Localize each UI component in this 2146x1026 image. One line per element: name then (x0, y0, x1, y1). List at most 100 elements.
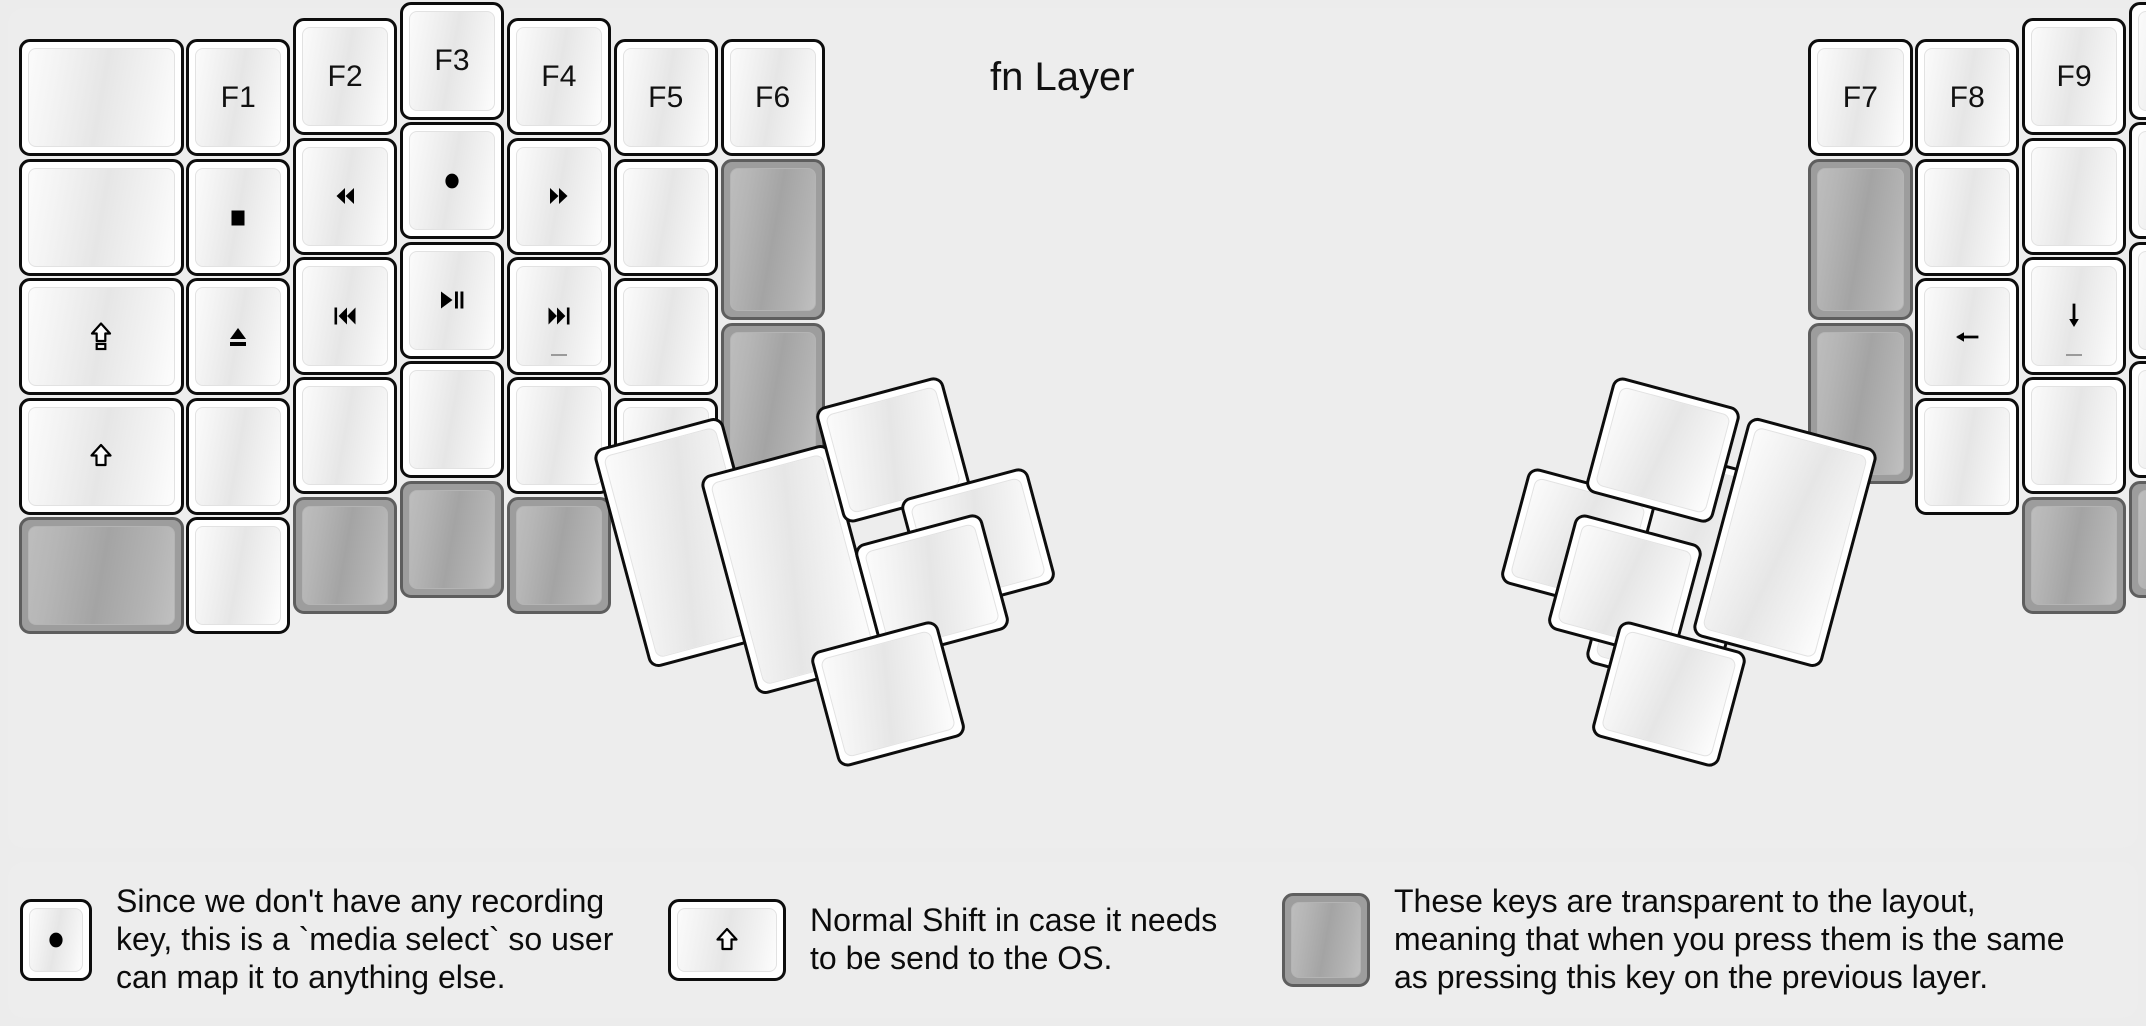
key-label: F8 (1949, 80, 1986, 114)
key-cap (2031, 385, 2118, 486)
key-blank-r4c3r[interactable] (2022, 376, 2127, 495)
play-pause-icon (435, 283, 469, 317)
key-cap (29, 908, 83, 972)
key-blank-r2c3r[interactable] (2022, 137, 2127, 255)
key-f2[interactable]: F2 (293, 18, 398, 136)
key-label: F2 (327, 59, 363, 93)
key-blank-r4c2r[interactable] (1915, 397, 2020, 515)
key-cap (819, 630, 956, 758)
key-cap (677, 908, 777, 972)
key-blank-r3c6[interactable] (613, 278, 718, 396)
key-blank-r2c4r[interactable] (2128, 122, 2146, 240)
legend-key-sample (1282, 893, 1370, 987)
record-dot-icon (435, 164, 469, 198)
key-media-eject[interactable] (186, 278, 291, 396)
key-media-playpause[interactable] (400, 241, 505, 359)
key-media-record[interactable] (400, 122, 505, 240)
key-label: F6 (754, 80, 791, 114)
key-cap (195, 406, 282, 506)
record-dot-icon (39, 923, 73, 957)
key-label: F1 (220, 80, 257, 114)
key-blank-r4c4[interactable] (400, 361, 505, 479)
key-cap (2137, 370, 2146, 470)
legend-item: These keys are transparent to the layout… (1282, 862, 2065, 1018)
key-transparent-l5[interactable] (720, 158, 825, 321)
key-cap: F7 (1817, 48, 1904, 148)
key-cap (302, 505, 389, 605)
key-blank-r4c2[interactable] (186, 397, 291, 515)
legend-item: Since we don't have any recording key, t… (20, 862, 613, 1018)
key-cap (409, 489, 496, 589)
key-f1[interactable]: F1 (186, 39, 291, 157)
capslock-icon (84, 320, 118, 354)
key-transparent-r1[interactable] (1808, 158, 1913, 321)
key-cap: F2 (302, 27, 389, 127)
key-cap (2031, 505, 2118, 605)
key-blank-r1c1[interactable] (19, 39, 184, 157)
key-blank-r4c4r[interactable] (2128, 361, 2146, 479)
key-f10[interactable]: F10 (2128, 2, 2146, 120)
key-blank-r5c2[interactable] (186, 517, 291, 635)
key-blank-r2c2r[interactable] (1915, 158, 2020, 276)
key-transparent-l4[interactable] (506, 496, 611, 614)
key-cap: F10 (2137, 11, 2146, 111)
legend-panel (8, 862, 2138, 1018)
shift-arrow-icon (84, 439, 118, 473)
key-cap (195, 287, 282, 387)
arrow-down-icon (2057, 299, 2091, 333)
key-transparent-l3[interactable] (400, 480, 505, 598)
key-media-fastforward[interactable] (506, 137, 611, 255)
key-label: F9 (2056, 59, 2092, 93)
key-cap (1600, 630, 1737, 758)
key-media-prev-track[interactable] (293, 257, 398, 375)
key-cap: F6 (729, 48, 816, 148)
key-cap (1924, 287, 2011, 387)
key-f7[interactable]: F7 (1808, 39, 1913, 157)
key-blank-r2c6[interactable] (613, 158, 718, 276)
key-f9[interactable]: F9 (2022, 18, 2127, 136)
arrow-left-icon (1950, 320, 1984, 354)
next-track-icon (542, 299, 576, 333)
key-media-stop[interactable] (186, 158, 291, 276)
key-f3[interactable]: F3 (400, 2, 505, 120)
eject-icon (221, 320, 255, 354)
key-blank-r4c3[interactable] (293, 376, 398, 495)
key-cap (2031, 266, 2118, 366)
legend-description: Normal Shift in case it needs to be send… (810, 902, 1218, 976)
key-transparent-l1[interactable] (19, 517, 184, 635)
key-transparent-r3[interactable] (2022, 496, 2127, 614)
key-cap (195, 167, 282, 267)
key-media-next-track[interactable] (506, 257, 611, 375)
shift-arrow-icon (710, 923, 744, 957)
key-capslock[interactable] (19, 278, 184, 396)
key-f5[interactable]: F5 (613, 39, 718, 157)
key-arrow-down[interactable] (2022, 257, 2127, 375)
key-cap (28, 526, 175, 626)
key-cap (1817, 167, 1904, 312)
key-transparent-r4[interactable] (2128, 480, 2146, 598)
key-cap (622, 287, 709, 387)
key-shift-left[interactable] (19, 397, 184, 515)
key-blank-r2c1[interactable] (19, 158, 184, 276)
key-f4[interactable]: F4 (506, 18, 611, 136)
key-cap (28, 287, 175, 387)
key-label: F5 (648, 80, 684, 114)
key-f8[interactable]: F8 (1915, 39, 2020, 157)
key-arrow-left[interactable] (1915, 278, 2020, 396)
key-cap: F3 (409, 11, 496, 111)
key-cap (2137, 250, 2146, 350)
key-tick-mark (550, 353, 567, 356)
rewind-icon (328, 179, 362, 213)
key-media-rewind[interactable] (293, 137, 398, 255)
key-cap (302, 385, 389, 486)
key-transparent-l2[interactable] (293, 496, 398, 614)
key-blank-r4c5[interactable] (506, 376, 611, 495)
stop-icon (221, 200, 255, 234)
key-cap (1924, 167, 2011, 267)
key-arrow-up[interactable] (2128, 241, 2146, 359)
key-cap: F4 (515, 27, 602, 127)
key-cap (1924, 406, 2011, 506)
key-f6[interactable]: F6 (720, 39, 825, 157)
key-cap: F1 (195, 48, 282, 148)
key-cap (2137, 131, 2146, 231)
